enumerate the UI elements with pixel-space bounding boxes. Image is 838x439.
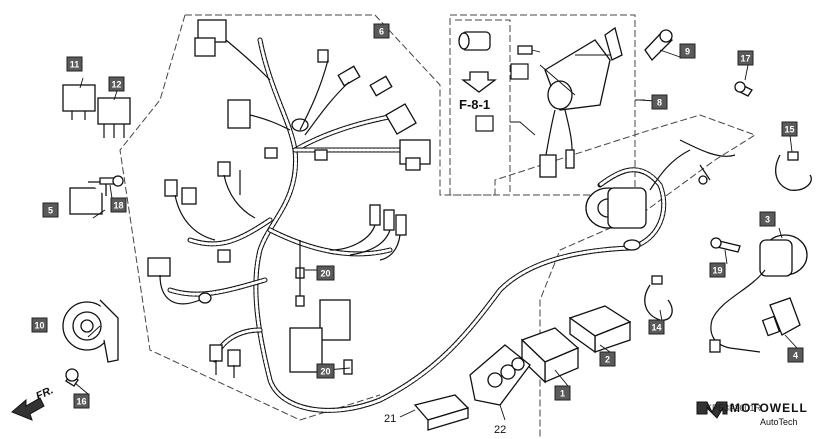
svg-text:20: 20 xyxy=(320,269,330,279)
svg-text:9: 9 xyxy=(685,47,690,57)
callout-20-upper: 20 xyxy=(316,265,335,281)
cover-1 xyxy=(520,327,580,384)
callout-15: 15 xyxy=(781,121,798,137)
ref-boundary xyxy=(455,19,511,195)
callout-17: 17 xyxy=(737,50,754,66)
svg-text:16: 16 xyxy=(76,397,86,407)
branch-wires xyxy=(159,39,401,378)
leader-lines xyxy=(74,49,798,421)
callout-9: 9 xyxy=(679,43,696,59)
callout-19: 19 xyxy=(709,262,726,278)
svg-text:11: 11 xyxy=(70,60,80,70)
relay-5 xyxy=(69,181,107,215)
svg-text:17: 17 xyxy=(740,54,750,64)
relay-12 xyxy=(97,97,131,138)
part-number-21: 21 xyxy=(384,413,396,425)
callout-10: 10 xyxy=(31,317,48,333)
cover-2 xyxy=(568,305,632,354)
svg-text:15: 15 xyxy=(784,125,794,135)
svg-text:10: 10 xyxy=(34,321,44,331)
svg-text:19: 19 xyxy=(712,266,722,276)
part-number-22: 22 xyxy=(494,424,506,436)
callout-18: 18 xyxy=(110,197,127,213)
empty-callout-box-2 xyxy=(475,115,494,132)
callout-12: 12 xyxy=(108,76,125,92)
callout-3: 3 xyxy=(759,211,776,227)
svg-text:5: 5 xyxy=(48,206,53,216)
ignition-coil xyxy=(709,234,808,353)
bolts xyxy=(65,81,753,387)
svg-text:3: 3 xyxy=(765,215,770,225)
empty-callout-box-1 xyxy=(510,63,529,80)
callout-1: 1 xyxy=(554,385,571,401)
svg-text:12: 12 xyxy=(111,80,121,90)
ignition-switch xyxy=(458,26,673,178)
watermark-brand: MOTOWELL xyxy=(730,401,808,415)
plug-cap xyxy=(761,297,801,337)
reference-arrow xyxy=(461,71,497,93)
callout-8: 8 xyxy=(651,94,668,110)
reference-label: F-8-1 xyxy=(459,97,490,112)
svg-text:4: 4 xyxy=(793,351,798,361)
callout-4: 4 xyxy=(787,347,804,363)
svg-text:20: 20 xyxy=(320,367,330,377)
harness-connectors xyxy=(147,19,641,375)
callout-5: 5 xyxy=(42,202,59,218)
svg-text:18: 18 xyxy=(113,201,123,211)
callout-6: 6 xyxy=(373,23,390,39)
housing-22 xyxy=(469,344,531,406)
watermark: KPE3F2001R MOTOWELL AutoTech xyxy=(696,401,808,427)
relay-11 xyxy=(62,84,96,120)
svg-text:6: 6 xyxy=(379,27,384,37)
watermark-overprint: KPE3F2001R xyxy=(706,403,762,413)
callout-11: 11 xyxy=(66,56,83,72)
svg-text:2: 2 xyxy=(605,355,610,365)
clamps xyxy=(644,151,812,321)
bracket-21 xyxy=(413,394,470,431)
svg-text:14: 14 xyxy=(651,323,661,333)
front-direction-arrow xyxy=(11,397,45,421)
callout-20-lower: 20 xyxy=(316,363,335,379)
callout-14: 14 xyxy=(648,319,665,335)
watermark-logo-icon xyxy=(696,401,728,419)
callout-16: 16 xyxy=(73,393,90,409)
harness-boundary xyxy=(119,14,757,439)
svg-text:1: 1 xyxy=(560,389,565,399)
watermark-sub: AutoTech xyxy=(760,417,798,427)
callout-2: 2 xyxy=(599,351,616,367)
turn-signal-relay xyxy=(585,139,736,229)
horn xyxy=(62,299,119,363)
svg-text:8: 8 xyxy=(657,98,662,108)
main-harness xyxy=(167,37,667,413)
front-direction-label: FR. xyxy=(34,384,55,402)
